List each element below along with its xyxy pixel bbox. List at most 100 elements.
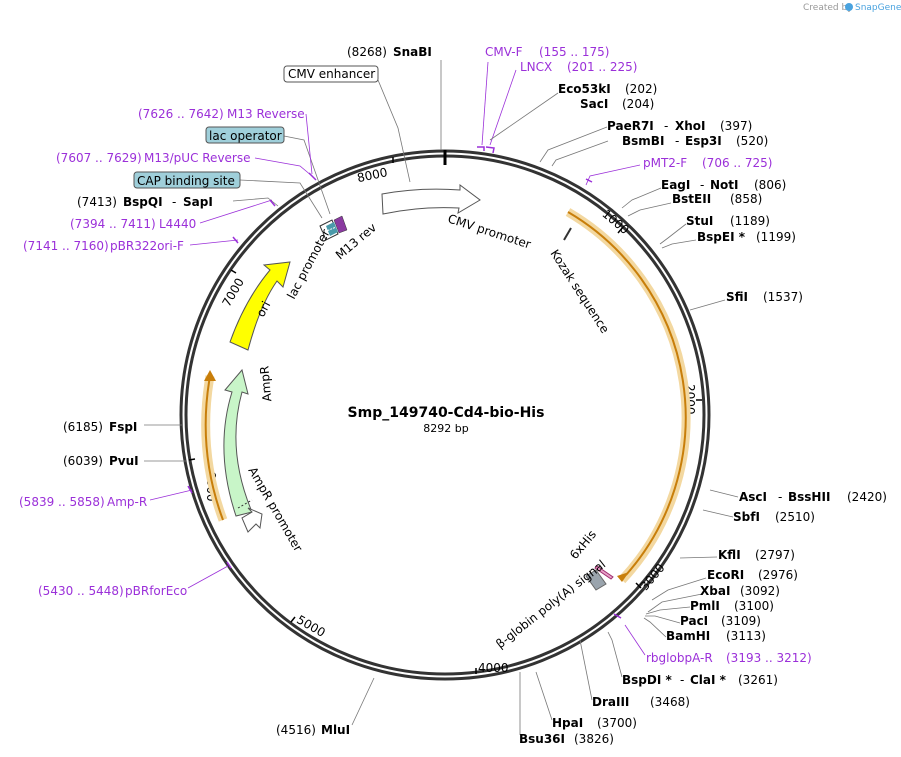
pbr322-name[interactable]: pBR322ori-F: [110, 239, 184, 253]
ecori-name[interactable]: EcoRI: [707, 568, 744, 582]
eagi-pos: (806): [754, 178, 786, 192]
credit-prefix: Created by: [803, 3, 853, 13]
draiii-name[interactable]: DraIII: [592, 695, 629, 709]
leader-ecori: [651, 577, 707, 601]
noti-name[interactable]: NotI: [710, 178, 739, 192]
leader-pbr322: [189, 239, 239, 246]
leader-mlui: [351, 677, 375, 726]
leader-bsteii: [627, 202, 672, 217]
globin-polya-feature[interactable]: [585, 569, 607, 591]
paer7i-sep: -: [664, 119, 668, 133]
paci-name[interactable]: PacI: [680, 614, 708, 628]
bsteii-name[interactable]: BstEII: [672, 192, 711, 206]
bsmbi-name[interactable]: BsmBI: [622, 134, 664, 148]
bamhi-pos: (3113): [726, 629, 766, 643]
leader-paci: [645, 615, 681, 624]
ampr-primer-name[interactable]: Amp-R: [107, 495, 147, 509]
clai-name[interactable]: ClaI *: [690, 673, 727, 687]
bspqi-name[interactable]: BspQI: [123, 195, 163, 209]
sbfi-pos: (2510): [775, 510, 815, 524]
xhoi-name[interactable]: XhoI: [675, 119, 706, 133]
kfli-pos: (2797): [755, 548, 795, 562]
leader-paer7i: [539, 126, 608, 163]
bsshii-name[interactable]: BssHII: [788, 490, 830, 504]
leader-draiii: [579, 639, 593, 701]
pbr322-range: (7141 .. 7160): [23, 239, 109, 253]
pmli-name[interactable]: PmlI: [690, 599, 720, 613]
leader-eco53ki: [489, 92, 559, 141]
bsmbi-pos: (520): [736, 134, 768, 148]
m13puc-range: (7607 .. 7629): [56, 151, 142, 165]
ori-arrow[interactable]: [229, 261, 291, 351]
lncx-range: (201 .. 225): [567, 60, 637, 74]
hpai-name[interactable]: HpaI: [552, 716, 583, 730]
cap-site-box[interactable]: [133, 171, 241, 189]
m13rev-primer-name[interactable]: M13 Reverse: [227, 107, 305, 121]
sapi-name[interactable]: SapI: [183, 195, 213, 209]
paer7i-pos: (397): [720, 119, 752, 133]
leader-stui: [659, 223, 687, 245]
ampr-promoter-dotted: [237, 499, 253, 509]
leader-xbai: [647, 593, 703, 613]
m13puc-name[interactable]: M13/pUC Reverse: [144, 151, 251, 165]
eagi-name[interactable]: EagI: [661, 178, 690, 192]
bspqi-sep: -: [172, 195, 176, 209]
kozak-label: Kozak sequence: [547, 247, 611, 336]
xbai-name[interactable]: XbaI: [700, 584, 730, 598]
bsu36i-name[interactable]: Bsu36I: [519, 732, 565, 746]
primer-marks: [187, 146, 622, 619]
pmt2f-name[interactable]: pMT2-F: [643, 156, 687, 170]
stui-name[interactable]: StuI: [686, 214, 713, 228]
bspdi-name[interactable]: BspDI *: [622, 673, 672, 687]
tick-mark: [617, 226, 624, 234]
bspei-name[interactable]: BspEI *: [697, 230, 746, 244]
sbfi-name[interactable]: SbfI: [733, 510, 760, 524]
l4440-name[interactable]: L4440: [159, 217, 196, 231]
fspi-pos: (6185): [63, 420, 103, 434]
leader-sfii: [689, 299, 726, 311]
l4440-range: (7394 .. 7411): [70, 217, 156, 231]
leader-pmli: [645, 606, 691, 615]
cap-site-dotted: [321, 226, 337, 234]
leader-bamhi: [643, 617, 667, 638]
pbrfor-name[interactable]: pBRforEco: [125, 584, 187, 598]
xbai-pos: (3092): [740, 584, 780, 598]
cmv-promoter-label: CMV promoter: [446, 212, 533, 252]
eco53ki-name[interactable]: Eco53kI: [558, 82, 611, 96]
rbglob-name[interactable]: rbglobpA-R: [646, 651, 713, 665]
lac-operator-box[interactable]: [205, 126, 285, 144]
cmv-promoter-arrow[interactable]: [381, 184, 481, 215]
cmvf-name[interactable]: CMV-F: [485, 45, 523, 59]
leader-ampr-primer: [149, 489, 193, 501]
mlui-name[interactable]: MluI: [321, 723, 350, 737]
ampr-promoter-arrow[interactable]: [241, 507, 263, 533]
eco53ki-pos: (202): [625, 82, 657, 96]
leader-bspdi: [607, 631, 623, 678]
leader-lines: [144, 60, 739, 735]
cmv-enhancer-box[interactable]: [283, 65, 379, 83]
lncx-name[interactable]: LNCX: [520, 60, 552, 74]
bspqi-pos: (7413): [77, 195, 117, 209]
paci-pos: (3109): [721, 614, 761, 628]
ampr-arrow[interactable]: [223, 368, 253, 517]
leader-pbrfor: [187, 565, 229, 589]
asci-name[interactable]: AscI: [739, 490, 767, 504]
lac-promoter-label: lac promoter: [284, 227, 332, 301]
bamhi-name[interactable]: BamHI: [666, 629, 710, 643]
his-tag-feature[interactable]: [594, 565, 614, 580]
boxed-labels: CMV enhancer lac operator CAP binding si…: [133, 65, 379, 189]
sfii-pos: (1537): [763, 290, 803, 304]
m13-rev-feature[interactable]: [333, 215, 348, 234]
kfli-name[interactable]: KflI: [718, 548, 741, 562]
his-tag-label: 6xHis: [567, 527, 599, 562]
esp3i-name[interactable]: Esp3I: [685, 134, 722, 148]
sfii-name[interactable]: SfiI: [726, 290, 748, 304]
saci-name[interactable]: SacI: [580, 97, 608, 111]
snabi-name[interactable]: SnaBI: [393, 45, 432, 59]
orf-arc[interactable]: [567, 211, 687, 576]
pvui-pos: (6039): [63, 454, 103, 468]
leader-kfli: [679, 556, 718, 559]
pvui-name[interactable]: PvuI: [109, 454, 139, 468]
fspi-name[interactable]: FspI: [109, 420, 137, 434]
paer7i-name[interactable]: PaeR7I: [607, 119, 654, 133]
